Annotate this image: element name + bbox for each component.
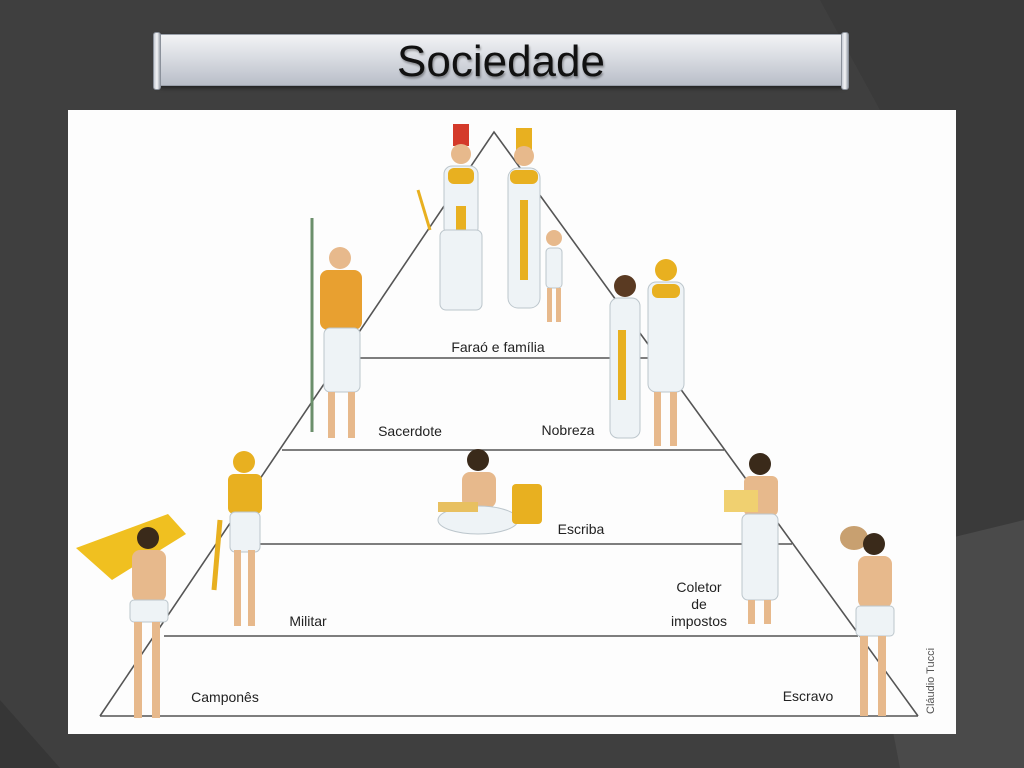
- tax-collector-figure: [724, 453, 778, 624]
- label-militar: Militar: [289, 613, 327, 629]
- child-figure: [546, 230, 562, 322]
- title-bar: Sociedade: [157, 34, 845, 86]
- illustrator-credit: Cláudio Tucci: [925, 648, 937, 714]
- peasant-figure: [76, 514, 186, 718]
- soldier-figure: [214, 451, 262, 626]
- label-coletor-line2: de: [691, 596, 707, 612]
- pharaoh-figure: [418, 124, 482, 310]
- scribe-figure: [438, 449, 542, 534]
- priest-figure: [312, 218, 362, 438]
- label-sacerdote: Sacerdote: [378, 423, 442, 439]
- slide-title: Sociedade: [158, 37, 844, 87]
- label-coletor-line1: Coletor: [676, 579, 721, 595]
- label-escravo: Escravo: [783, 688, 834, 704]
- label-escriba: Escriba: [558, 521, 605, 537]
- label-nobreza: Nobreza: [542, 422, 595, 438]
- label-farao: Faraó e família: [451, 339, 545, 355]
- pyramid-illustration: Faraó e família Sacerdote Nobreza Escrib…: [68, 110, 956, 734]
- nobles-figures: [610, 259, 684, 446]
- queen-figure: [508, 128, 540, 308]
- label-coletor-line3: impostos: [671, 613, 727, 629]
- pyramid-diagram: Faraó e família Sacerdote Nobreza Escrib…: [68, 110, 956, 734]
- label-campones: Camponês: [191, 689, 259, 705]
